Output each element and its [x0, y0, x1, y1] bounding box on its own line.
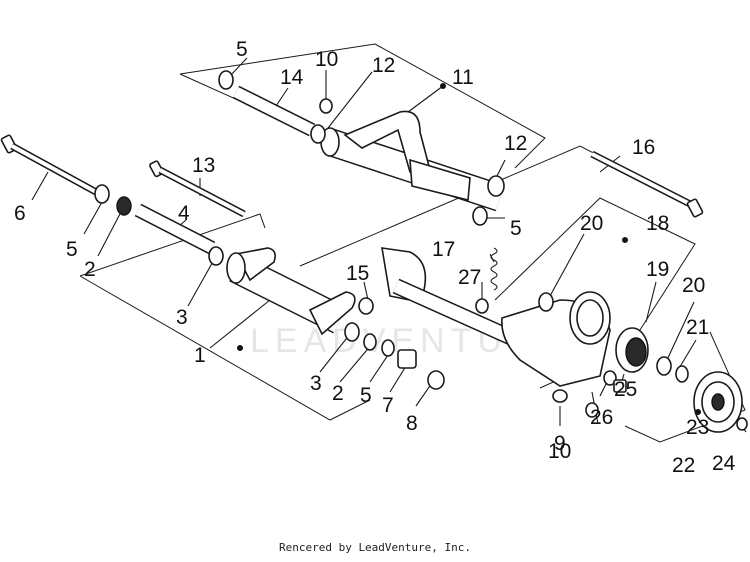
- callout-1: 1: [194, 344, 206, 367]
- small-parts: [94, 70, 748, 431]
- callout-17: 17: [432, 238, 455, 261]
- callout-2: 2: [84, 258, 96, 281]
- callout-26: 26: [590, 406, 613, 429]
- callout-5c: 5: [510, 217, 522, 240]
- callout-22: 22: [672, 454, 695, 477]
- callout-14: 14: [280, 66, 304, 89]
- callout-6: 6: [14, 202, 26, 225]
- gear-23: [693, 371, 743, 433]
- pivot-arm-11: [320, 110, 505, 212]
- group-brackets: [79, 43, 746, 443]
- callout-12b: 12: [504, 132, 527, 155]
- callout-13: 13: [192, 154, 215, 177]
- bolt-16: [590, 150, 704, 218]
- callout-5d: 5: [360, 384, 372, 407]
- callout-20: 20: [580, 212, 603, 235]
- parts: [0, 70, 748, 433]
- callout-19: 19: [646, 258, 669, 281]
- bolt-6: [0, 134, 98, 196]
- render-credit: Rencered by LeadVenture, Inc.: [278, 541, 472, 554]
- group-dot-11: [440, 83, 446, 89]
- callout-8: 8: [406, 412, 418, 435]
- callout-15: 15: [346, 262, 369, 285]
- callout-23: 23: [686, 416, 709, 439]
- callout-20b: 20: [682, 274, 705, 297]
- callout-7: 7: [382, 394, 394, 417]
- callout-10: 10: [315, 48, 338, 71]
- callout-3b: 3: [310, 372, 322, 395]
- callout-12: 12: [372, 54, 395, 77]
- pulley-19: [615, 327, 649, 373]
- callout-21: 21: [686, 316, 709, 339]
- group-dot-22: [695, 409, 701, 415]
- bolt-13: [149, 160, 246, 218]
- leader-lines: [31, 57, 747, 433]
- callout-16: 16: [632, 136, 655, 159]
- group-dot-1: [237, 345, 243, 351]
- callout-27: 27: [458, 266, 481, 289]
- callout-5b: 5: [66, 238, 78, 261]
- callout-5: 5: [236, 38, 248, 61]
- callout-25: 25: [614, 378, 637, 401]
- callout-18: 18: [646, 212, 669, 235]
- idler-bracket-18: [501, 291, 611, 387]
- group-dot-18: [622, 237, 628, 243]
- callout-numbers: 5 10 12 11 14 13 6 4 5 2 3 12 5 16 20 18…: [14, 38, 736, 477]
- callout-4: 4: [178, 202, 190, 225]
- callout-24: 24: [712, 452, 736, 475]
- spring-17: [490, 247, 498, 291]
- callout-9: 9: [554, 432, 566, 455]
- callout-11: 11: [452, 66, 474, 89]
- callout-2b: 2: [332, 382, 344, 405]
- callout-10b: 10: [548, 440, 571, 463]
- pivot-arm-1: [226, 247, 356, 336]
- callout-3: 3: [176, 306, 188, 329]
